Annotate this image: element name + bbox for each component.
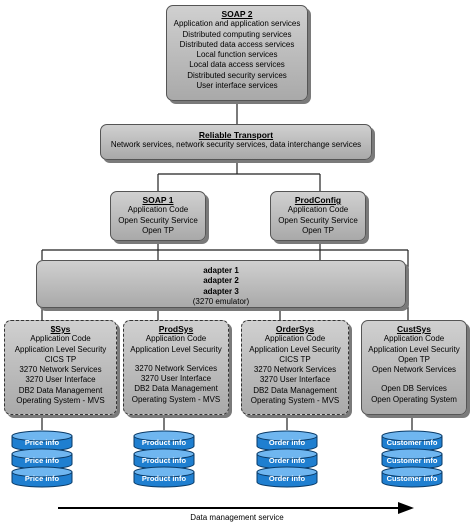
database-label: Order info [269, 456, 306, 465]
database-disk: Price info [11, 466, 73, 488]
ssys-box: $Sys Application Code Application Level … [4, 320, 117, 415]
soap2-line: Distributed security services [187, 70, 287, 80]
custsys-box: CustSys Application Code Application Lev… [361, 320, 467, 415]
soap2-line: Distributed data access services [179, 39, 295, 49]
soap2-title: SOAP 2 [221, 9, 253, 19]
database-label: Customer info [387, 438, 438, 447]
soap2-box: SOAP 2 Application and application servi… [166, 5, 308, 101]
database-disk: Order info [256, 466, 318, 488]
database-disk: Product info [133, 430, 195, 452]
database-disk: Customer info [381, 430, 443, 452]
ssys-line: Application Level Security [14, 344, 107, 354]
soap2-line: Application and application services [173, 19, 301, 29]
prodconfig-line: Application Code [287, 205, 349, 215]
database-disk: Customer info [381, 466, 443, 488]
soap1-line: Open TP [142, 225, 174, 235]
soap2-line: Local function services [196, 50, 278, 60]
database-label: Price info [25, 438, 60, 447]
database-disk: Order info [256, 430, 318, 452]
ssys-line: Application Code [30, 334, 91, 344]
ordersys-box: OrderSys Application Code Application Le… [241, 320, 349, 415]
soap2-line: User interface services [196, 81, 278, 91]
prodconfig-title: ProdConfig [294, 195, 342, 205]
database-disk: Price info [11, 430, 73, 452]
reliable-transport-line: Network services, network security servi… [110, 140, 362, 150]
database-label: Order info [269, 474, 306, 483]
soap1-title: SOAP 1 [142, 195, 174, 205]
ssys-line: 3270 User Interface [25, 375, 96, 385]
database-label: Customer info [387, 474, 438, 483]
database-disk: Price info [11, 448, 73, 470]
database-disk: Product info [133, 466, 195, 488]
soap2-line: Local data access services [189, 60, 285, 70]
database-label: Customer info [387, 456, 438, 465]
prodconfig-box: ProdConfig Application Code Open Securit… [270, 191, 366, 241]
database-label: Order info [269, 438, 306, 447]
custsys-line: Open TP [398, 354, 430, 364]
ssys-line: Operating System - MVS [16, 396, 105, 406]
prodsys-box: ProdSys Application Code Application Lev… [123, 320, 229, 415]
reliable-transport-title: Reliable Transport [198, 130, 274, 140]
adapter-line: adapter 3 [203, 286, 239, 296]
prodsys-line: Application Level Security [130, 344, 222, 354]
prodsys-line: 3270 Network Services [134, 363, 218, 373]
adapter-line: adapter 1 [203, 266, 239, 275]
database-label: Product info [142, 438, 187, 447]
ordersys-line: CICS TP [279, 354, 311, 364]
prodsys-line: DB2 Data Management [134, 384, 218, 394]
ssys-line: DB2 Data Management [18, 385, 103, 395]
adapter-box: adapter 1 adapter 2 adapter 3 (3270 emul… [36, 260, 406, 308]
adapter-line: adapter 2 [203, 276, 239, 286]
database-label: Product info [142, 474, 187, 483]
custsys-title: CustSys [396, 324, 431, 334]
ssys-line: CICS TP [44, 354, 77, 364]
ordersys-line: Application Code [264, 334, 326, 344]
soap1-line: Application Code [127, 205, 189, 215]
ssys-line: 3270 Network Services [19, 365, 102, 375]
custsys-line: Application Level Security [368, 344, 460, 354]
ordersys-line: 3270 Network Services [253, 365, 337, 375]
prodconfig-line: Open TP [302, 225, 334, 235]
prodsys-line: Application Code [145, 334, 207, 344]
database-disk: Customer info [381, 448, 443, 470]
prodsys-title: ProdSys [158, 324, 194, 334]
soap1-box: SOAP 1 Application Code Open Security Se… [110, 191, 206, 241]
ordersys-title: OrderSys [275, 324, 315, 334]
data-management-caption: Data management service [190, 513, 284, 522]
database-disk: Order info [256, 448, 318, 470]
ordersys-line: 3270 User Interface [259, 375, 331, 385]
database-label: Product info [142, 456, 187, 465]
soap1-line: Open Security Service [118, 215, 198, 225]
soap2-line: Distributed computing services [182, 29, 292, 39]
database-label: Price info [25, 474, 60, 483]
prodsys-line: 3270 User Interface [140, 374, 212, 384]
prodconfig-line: Open Security Service [278, 215, 358, 225]
data-management-arrow [58, 502, 414, 514]
adapter-line: (3270 emulator) [192, 296, 250, 306]
ordersys-line: Application Level Security [249, 344, 341, 354]
ordersys-line: Operating System - MVS [250, 396, 340, 406]
ssys-title: $Sys [50, 324, 71, 334]
database-disk: Product info [133, 448, 195, 470]
prodsys-line: Operating System - MVS [131, 394, 221, 404]
database-label: Price info [25, 456, 60, 465]
custsys-line: Open Operating System [371, 394, 457, 404]
custsys-line: Application Code [383, 334, 445, 344]
reliable-transport-box: Reliable Transport Network services, net… [100, 124, 372, 160]
ordersys-line: DB2 Data Management [253, 385, 337, 395]
custsys-line: Open Network Services [371, 365, 457, 375]
custsys-line: Open DB Services [381, 384, 447, 394]
